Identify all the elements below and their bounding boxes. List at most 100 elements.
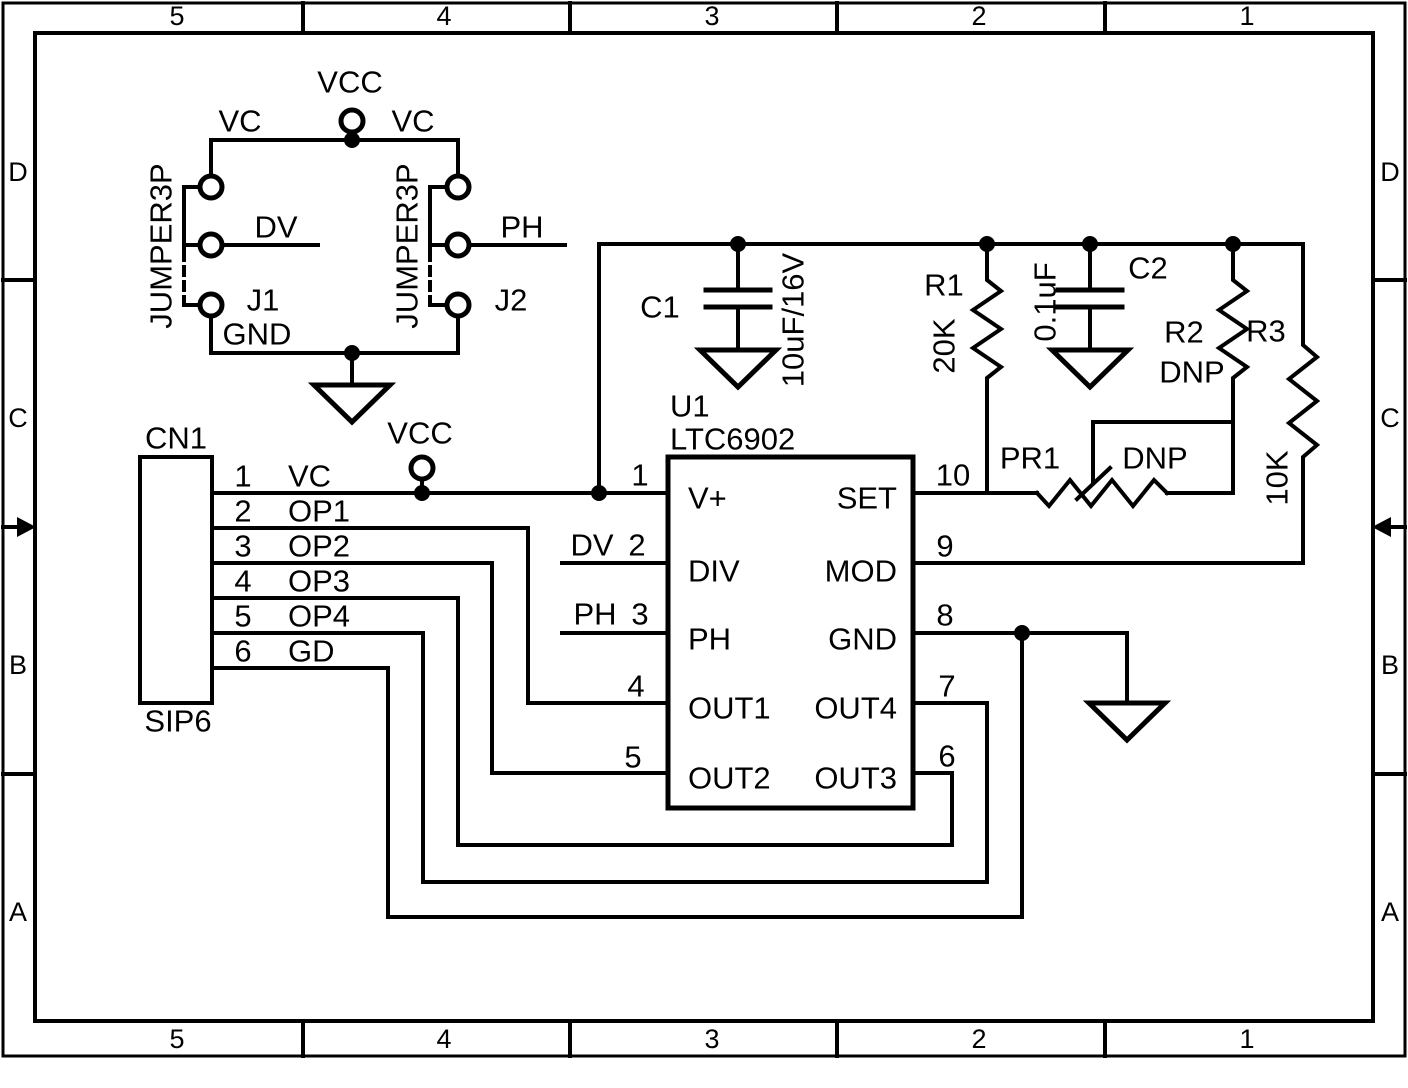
resistor-value-label: DNP — [1159, 355, 1224, 390]
jumper-type-label: JUMPER3P — [144, 163, 179, 328]
row-label-left: A — [9, 897, 27, 927]
jumper-j2: JUMPER3P J2 — [390, 163, 528, 328]
net-label-vc: VC — [391, 104, 434, 139]
col-label-top: 4 — [436, 1, 451, 31]
net-wire-op1 — [210, 526, 670, 705]
capacitor-plates — [703, 287, 773, 310]
resistor-r3: R3 10K — [1246, 242, 1321, 565]
capacitor-value-label: 10uF/16V — [776, 252, 811, 387]
net-label-ph: PH — [500, 210, 543, 245]
jumper-pin — [444, 231, 472, 259]
junction-dot — [414, 485, 430, 501]
net-label-ph: PH — [573, 597, 616, 632]
border-frame: 5 4 3 2 1 5 4 3 2 1 D C B A D C B A — [1, 1, 1407, 1058]
jumper-circuit: JUMPER3P J1 JUMPER3P J2 VCC VC VC DV PH … — [144, 65, 567, 426]
connector-footprint-label: SIP6 — [144, 704, 211, 739]
net-label-dv: DV — [254, 210, 297, 245]
ic-pin-number: 3 — [631, 597, 648, 632]
col-label-top: 2 — [971, 1, 986, 31]
connector-pin-net: OP3 — [288, 564, 350, 599]
connector-pin-net: OP1 — [288, 494, 350, 529]
potentiometer-value-label: DNP — [1122, 441, 1187, 476]
col-label-bottom: 2 — [971, 1024, 986, 1054]
left-arrow-icon — [17, 517, 36, 537]
junction-dot — [344, 132, 360, 148]
jumper-ref-label: J2 — [495, 283, 528, 318]
col-label-top: 5 — [169, 1, 184, 31]
jumper-pin — [197, 231, 225, 259]
connector-pin-number: 2 — [234, 494, 251, 529]
ic-pin-number: 8 — [936, 598, 953, 633]
jumper-stub — [182, 185, 202, 307]
jumper-type-label: JUMPER3P — [390, 163, 425, 328]
ic-ref-label: U1 — [670, 389, 710, 424]
net-label-vcc: VCC — [317, 65, 382, 100]
ground-symbol — [1045, 347, 1135, 391]
net-wire-gnd8 — [911, 631, 1129, 705]
connector-pin-net: OP2 — [288, 529, 350, 564]
ic-pin-name: SET — [837, 481, 897, 516]
potentiometer-wiper — [1074, 420, 1235, 502]
net-wire-op4 — [210, 631, 989, 884]
connector-pin-net: GD — [288, 634, 335, 669]
resistor-ref-label: R3 — [1246, 314, 1286, 349]
outer-border — [1, 1, 1407, 1058]
ic-pin-name: GND — [828, 622, 897, 657]
potentiometer-zigzag — [1034, 476, 1170, 510]
capacitor-plates — [1055, 287, 1125, 310]
row-label-right: A — [1381, 897, 1399, 927]
col-label-bottom: 3 — [704, 1024, 719, 1054]
net-wire-op3 — [210, 596, 954, 847]
row-label-left: C — [8, 403, 28, 433]
row-label-right: D — [1380, 157, 1400, 187]
col-label-bottom: 4 — [436, 1024, 451, 1054]
potentiometer-pr1: PR1 DNP — [1000, 420, 1235, 510]
col-label-bottom: 5 — [169, 1024, 184, 1054]
connector-pin-number: 6 — [234, 634, 251, 669]
ic-pin-name: OUT1 — [688, 691, 771, 726]
resistor-r1: R1 20K — [924, 242, 1005, 495]
ic-pin-number: 9 — [936, 529, 953, 564]
ic-pin-name: DIV — [688, 554, 740, 589]
resistor-value-label: 20K — [927, 318, 962, 373]
connector-cn1: CN1 SIP6 1 2 3 4 5 6 VC OP1 OP2 OP3 OP4 … — [138, 421, 350, 739]
connector-ref-label: CN1 — [145, 421, 207, 456]
border-ticks-left — [1, 278, 37, 776]
ic-pin-number: 5 — [624, 740, 641, 775]
row-label-left: D — [8, 157, 28, 187]
row-label-right: B — [1381, 650, 1399, 680]
jumper-j1: JUMPER3P J1 — [144, 163, 280, 328]
ic-pin-number: 1 — [631, 458, 648, 493]
border-ticks-bottom — [301, 1019, 1107, 1058]
resistor-ref-label: R2 — [1164, 315, 1204, 350]
resistor-r2: R2 DNP — [1159, 242, 1251, 495]
net-wire-vcc-riser — [597, 242, 1305, 495]
capacitor-ref-label: C1 — [640, 290, 680, 325]
ic-pin-name: MOD — [825, 554, 897, 589]
resistor-zigzag — [1215, 242, 1251, 495]
right-arrow-icon — [1372, 517, 1391, 537]
ic-pin-number: 10 — [936, 458, 970, 493]
border-ticks-right — [1371, 278, 1407, 776]
net-label-vc: VC — [218, 104, 261, 139]
capacitor-c2: C2 0.1uF — [1028, 242, 1168, 391]
jumper-pin — [444, 173, 472, 201]
vcc-symbol — [408, 454, 436, 482]
capacitor-ref-label: C2 — [1128, 251, 1168, 286]
capacitor-c1: C1 10uF/16V — [640, 242, 811, 391]
net-wire-op2 — [210, 561, 670, 775]
net-label-vcc: VCC — [387, 416, 452, 451]
connector-pin-number: 3 — [234, 529, 251, 564]
row-label-left: B — [9, 650, 27, 680]
ic-pin-number: 7 — [938, 669, 955, 704]
resistor-ref-label: R1 — [924, 268, 964, 303]
col-label-top: 3 — [704, 1, 719, 31]
jumper-pin — [444, 291, 472, 319]
ic-pin-number: 6 — [938, 739, 955, 774]
connector-pin-net: VC — [288, 459, 331, 494]
ground-symbol — [693, 347, 783, 391]
jumper-pin — [197, 173, 225, 201]
capacitor-value-label: 0.1uF — [1028, 262, 1063, 341]
